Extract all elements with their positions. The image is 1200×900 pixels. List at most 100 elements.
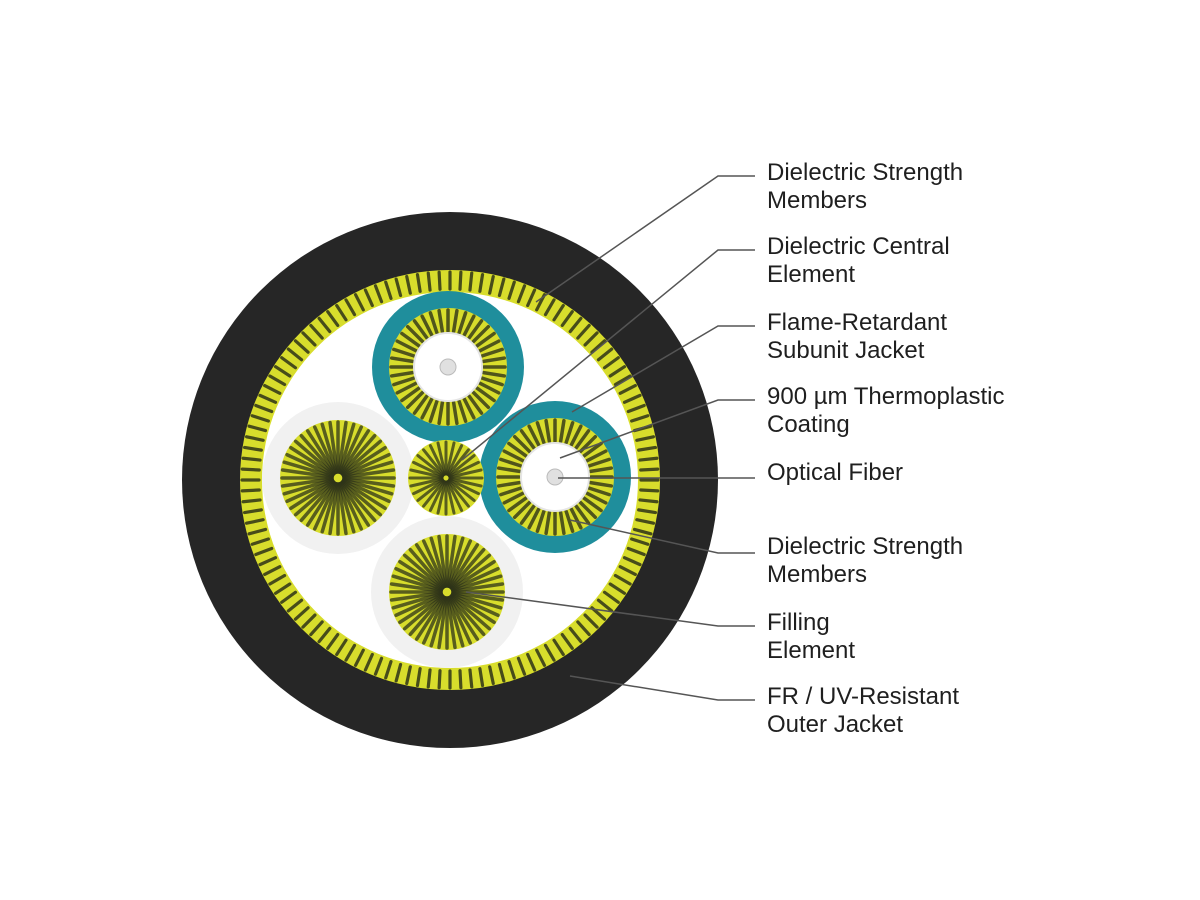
label-central-element: Dielectric Central Element [767,233,956,288]
yarn-stripe [338,425,364,475]
yarn-stripe [428,480,446,512]
yarn-stripe [437,400,445,426]
yarn-stripe [447,454,476,478]
yarn-stripe [402,594,445,631]
label-inner-strength: Dielectric Strength Members [767,533,970,588]
yarn-stripe [341,479,387,511]
yarn-stripe [416,478,445,502]
yarn-stripe [471,390,491,410]
yarn-stripe [446,479,470,508]
yarn-stripe [250,414,270,423]
yarn-stripe [244,518,265,525]
yarn-stripe [576,620,591,637]
yarn-stripe [342,477,394,496]
yarn-stripe [568,316,583,334]
yarn-stripe [622,393,642,404]
yarn-stripe [317,626,332,644]
yarn-stripe [507,496,528,513]
yarn-stripe [569,507,583,530]
leader-line-inner-strength [569,519,755,554]
yarn-stripe [373,284,384,304]
yarn-stripe [596,598,614,613]
yarn-stripe [391,574,443,593]
yarn-stripe [326,310,340,328]
yarn-stripe [478,272,485,293]
yarn-stripe [328,420,339,474]
yarn-stripe [400,331,421,348]
filler-bottom [371,516,523,668]
yarn-stripe [475,331,496,348]
yarn-stripe [451,591,505,602]
yarn-stripe [344,643,357,662]
yarn-stripe [339,481,371,527]
yarn-stripe [458,270,463,291]
yarn-stripe [475,386,496,403]
yarn-stripe [409,468,444,479]
yarn-stripe [312,481,338,531]
yarn-stripe [481,356,507,364]
yarn-stripe [341,452,391,478]
yarn-stripe [341,478,391,504]
yarn-stripe [449,547,486,590]
yarn-stripe [408,547,445,590]
yarn-stripe [516,284,527,304]
yarn-stripe [240,467,261,472]
yarn-stripe [421,595,447,645]
yarn-stripe [414,543,446,589]
yarn-stripe [585,491,608,505]
yarn-stripe [448,543,480,589]
yarn-stripe [326,632,340,650]
yarn-stripe [499,457,523,468]
yarn-stripe [268,374,287,387]
yarn-stripe [527,424,541,447]
yarn-stripe [247,527,268,536]
yarn-stripe [353,648,365,667]
yarn-stripe [618,383,637,395]
yarn-stripe [602,356,620,370]
yarn-stripe [574,504,591,525]
yarn-stripe [254,403,274,414]
labels: Dielectric Strength Members Dielectric C… [767,159,1004,738]
yarn-stripe [446,448,470,477]
subunit-top [372,291,524,443]
yarn-stripe [451,400,459,426]
yarn-stripe [635,435,656,442]
yarn-stripe [637,508,658,515]
yarn-stripe [392,376,416,387]
yarn-stripe [602,590,620,604]
yarn-stripe [552,638,565,657]
yarn-stripe [512,500,532,520]
yarn-stripe [422,448,446,477]
yarn-stripe [519,504,536,525]
yarn-stripe [293,480,336,517]
yarn-stripe [526,652,537,672]
yarn-stripe [639,467,660,472]
yarn-stripe [582,441,603,458]
yarn-stripe [578,500,598,520]
yarn-stripe [320,482,339,534]
yarn-stripe [428,311,439,335]
yarn-stripe [415,667,422,688]
yarn-stripe [282,477,334,496]
yarn-stripe [412,460,444,478]
yarn-stripe [342,460,394,479]
yarn-stripe [448,478,480,496]
yarn-stripe [258,393,278,404]
yarn-stripe [405,324,425,344]
yarn-stripe [507,441,528,458]
yarn-stripe [405,665,412,686]
yarn-stripe [574,429,591,450]
yarn-stripe [446,596,465,648]
yarn-stripe [344,298,357,317]
subunit-right [479,401,631,553]
yarn-stripe [299,433,336,476]
yarn-stripe [568,626,583,644]
yarn-stripe [394,277,403,298]
yarn-stripe [467,319,484,340]
yarn-stripe [328,482,339,536]
yarn-stripe [478,667,485,688]
yarn-stripe [263,565,282,577]
yarn-stripe [535,421,546,445]
leader-line-filling-element [465,591,755,627]
